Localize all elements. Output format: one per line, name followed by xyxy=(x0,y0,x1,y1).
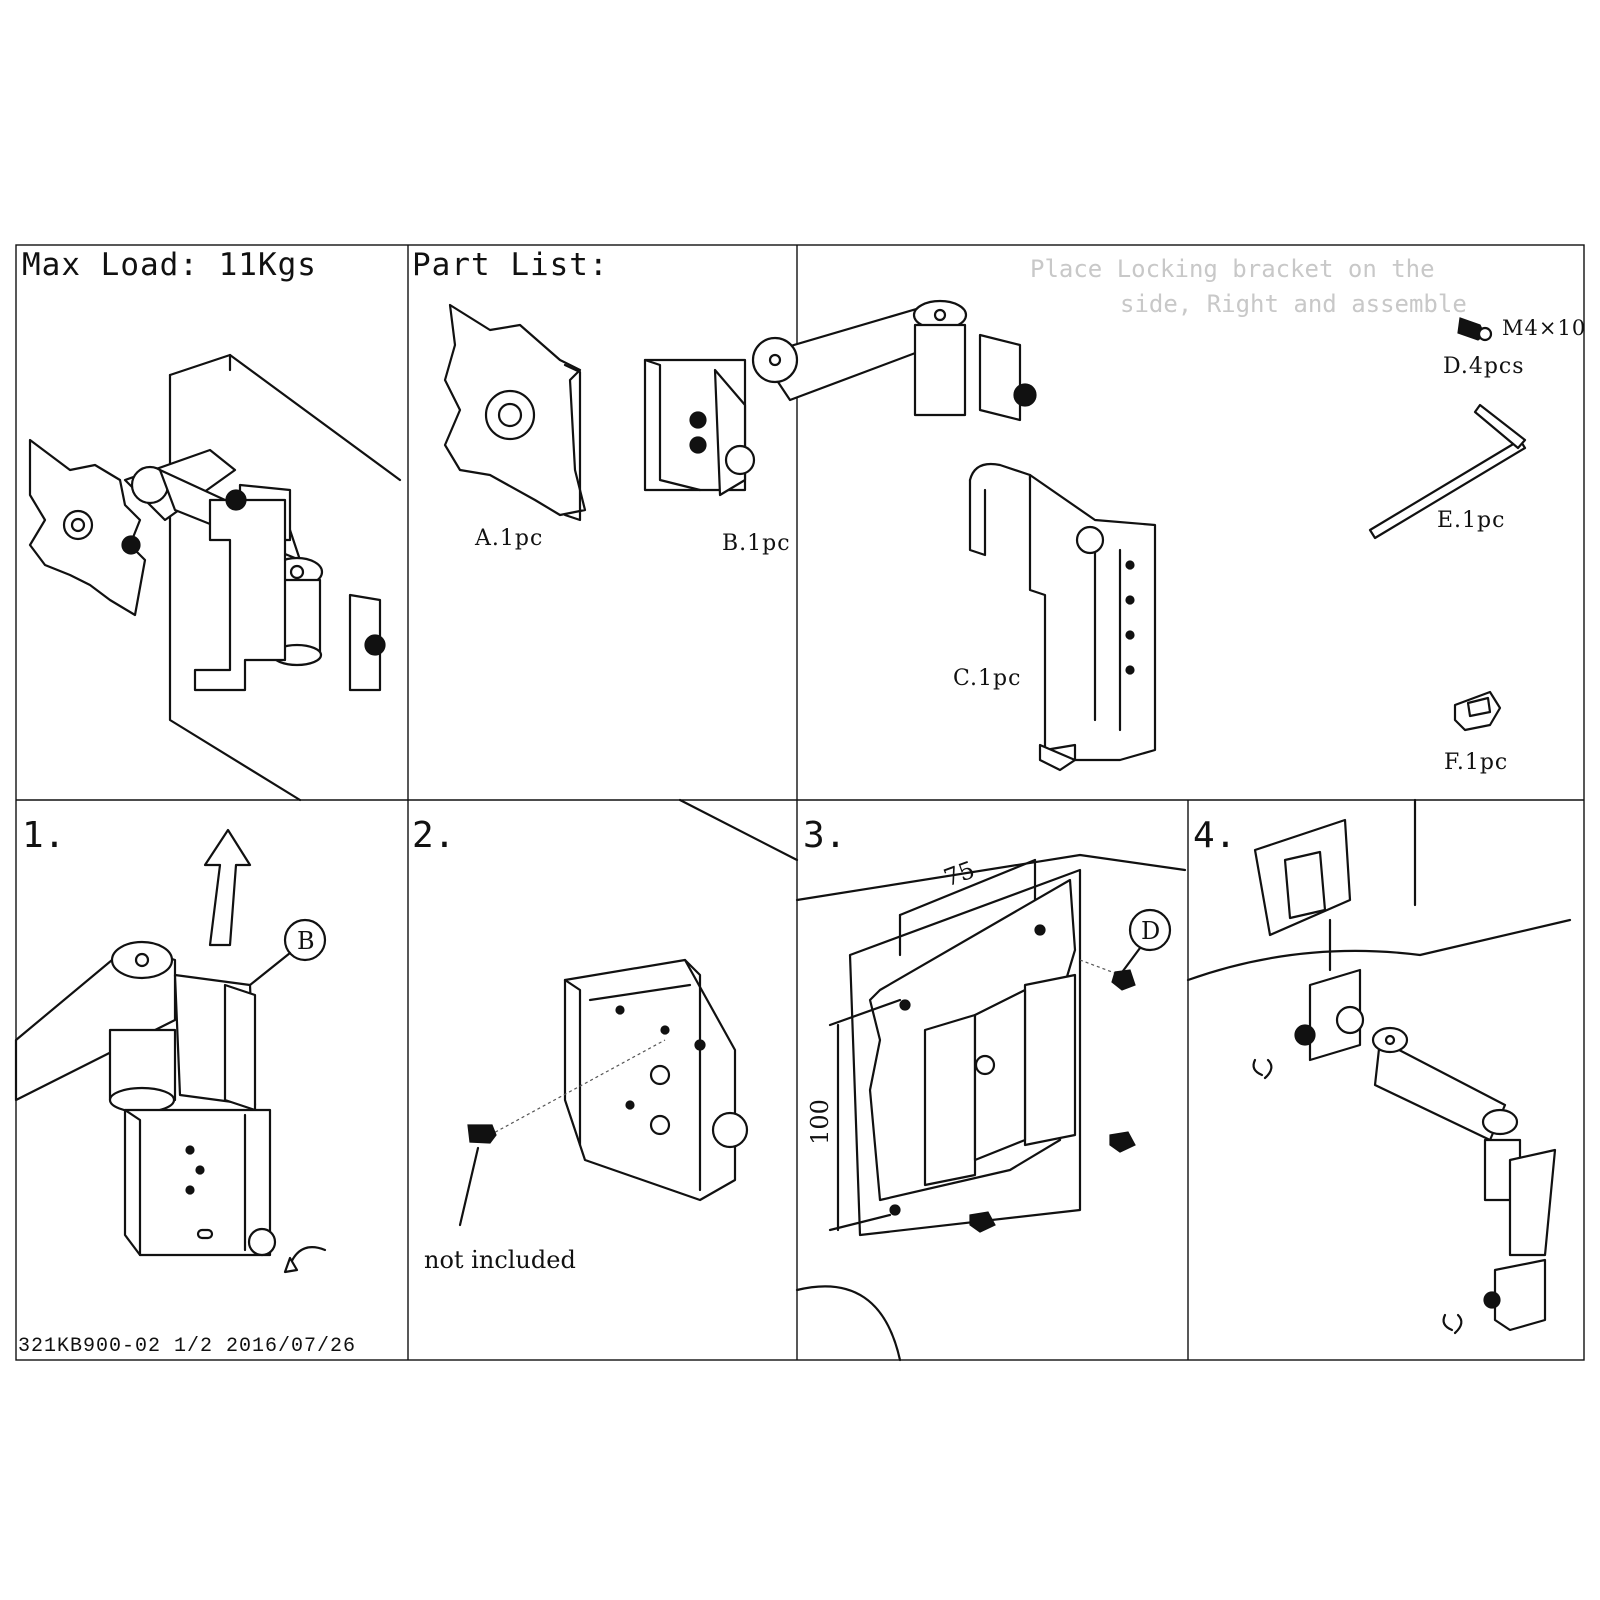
part-a-drawing xyxy=(443,303,587,522)
part-b-label: B.1pc xyxy=(722,531,791,556)
step-4-drawing xyxy=(1186,798,1572,1335)
part-f-drawing xyxy=(1453,690,1502,732)
callout-d: D xyxy=(1141,917,1161,945)
step-4-number: 4. xyxy=(1193,815,1237,856)
part-e-label: E.1pc xyxy=(1437,508,1506,533)
step-3-drawing xyxy=(678,798,1187,1362)
part-d-screw-drawing xyxy=(1457,317,1493,342)
dimension-100: 100 xyxy=(805,1099,834,1145)
bleed-through-text: Place Locking bracket on the xyxy=(1030,255,1435,283)
part-c-label: C.1pc xyxy=(953,666,1022,691)
part-c-drawing xyxy=(968,462,1157,772)
part-e-hex-key-drawing xyxy=(1368,403,1527,540)
part-d-label: D.4pcs xyxy=(1443,354,1525,379)
part-d-spec-label: M4×10 xyxy=(1502,316,1587,340)
step-1-number: 1. xyxy=(22,815,66,856)
max-load-label: Max Load: 11Kgs xyxy=(22,247,317,283)
bleed-through-text: side, Right and assemble xyxy=(1120,290,1467,318)
step-3-number: 3. xyxy=(803,815,847,856)
not-included-label: not included xyxy=(424,1246,576,1274)
assembled-mount-drawing xyxy=(28,353,402,802)
step-2-number: 2. xyxy=(412,815,456,856)
step-1-drawing xyxy=(14,828,327,1274)
part-b-drawing xyxy=(643,299,1037,497)
part-list-title: Part List: xyxy=(412,247,609,283)
callout-b: B xyxy=(297,927,315,955)
part-a-label: A.1pc xyxy=(475,526,544,551)
document-code: 321KB900-02 1/2 2016/07/26 xyxy=(18,1335,357,1358)
part-f-label: F.1pc xyxy=(1444,750,1509,775)
step-2-drawing xyxy=(458,958,749,1227)
